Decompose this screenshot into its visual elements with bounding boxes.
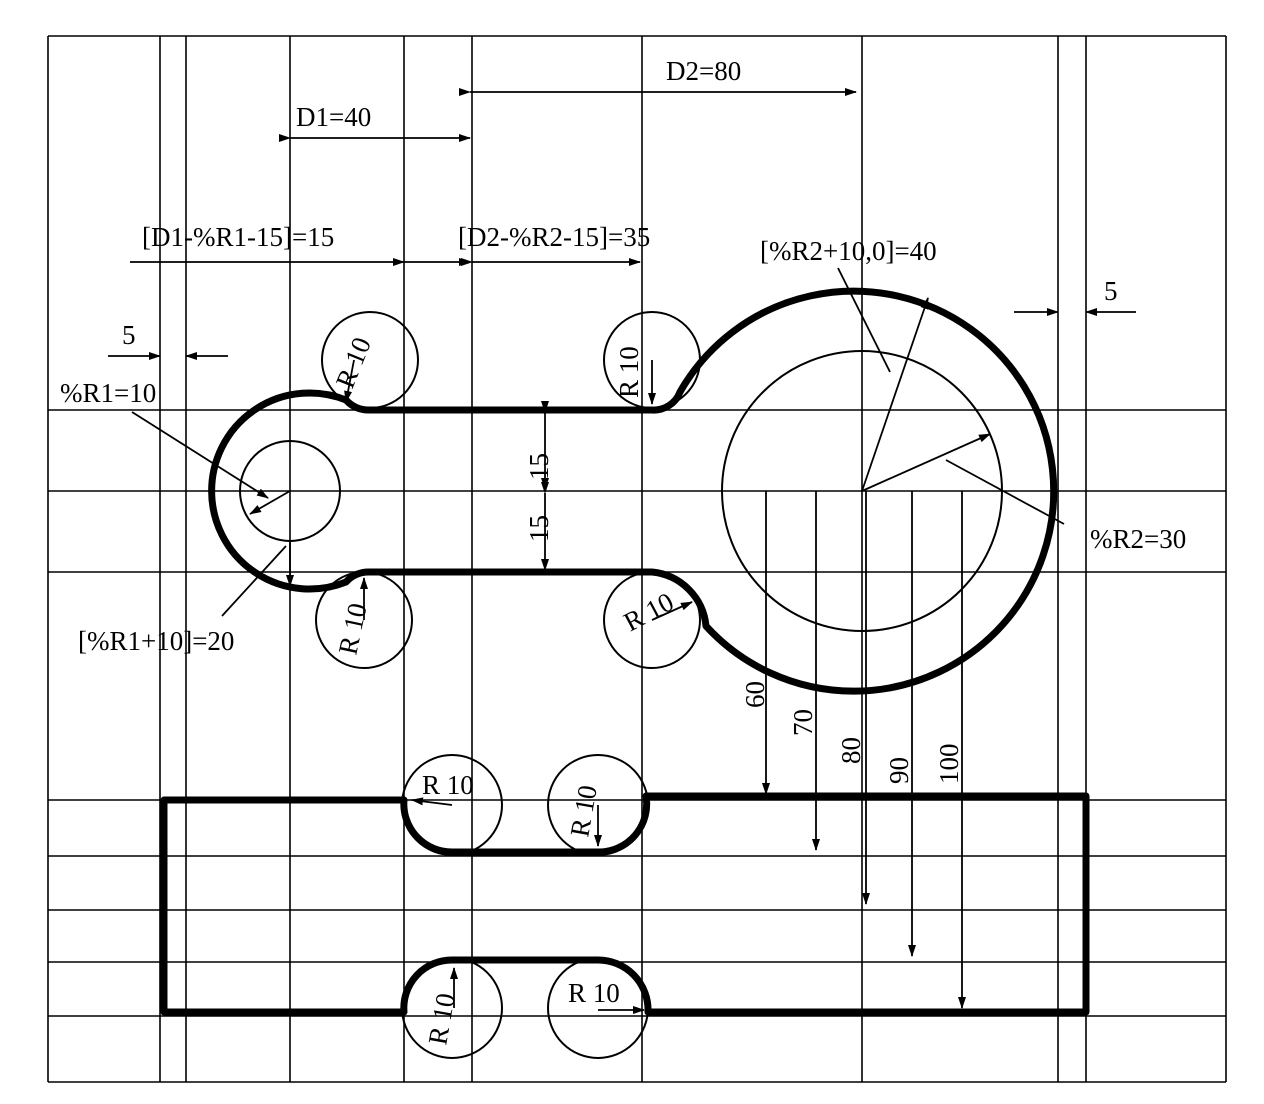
leader-r2 [945,459,1065,525]
fillet-label-top-left: R 10 [330,333,377,392]
part-outline-bottom [160,792,1090,1016]
leader-r2-arrow [861,433,991,492]
fillet-label-top-right: R 10 [614,346,644,398]
leader-r1-a [131,411,269,499]
fillet-label-bottom-left: R 10 [333,600,373,657]
label-half-bottom: 15 [524,515,554,542]
label-d2: D2=80 [666,56,741,86]
fillet-arrow-top-left [344,359,355,403]
label-d1-expr: [D1-%R1-15]=15 [142,222,334,252]
fillet-arrow-slot-top-left [411,797,453,806]
construction-grid [47,35,1227,1083]
labels: D2=80 D1=40 [D1-%R1-15]=15 [D2-%R2-15]=3… [60,56,1186,1047]
label-r2: %R2=30 [1090,524,1186,554]
label-half-top: 15 [524,453,554,480]
label-r1-outer: [%R1+10]=20 [78,626,234,656]
fillet-label-bottom-right: R 10 [619,587,679,638]
link-outline [208,287,1058,695]
leader-r2-outer-arrow [861,297,929,492]
leader-r2-outer [837,267,891,373]
fillet-label-slot-bottom-right: R 10 [568,978,620,1008]
label-depth-80: 80 [836,737,866,764]
dimension-lines [108,88,1136,1014]
part-outline-top [208,287,1058,695]
fillet-label-slot-top-left: R 10 [422,770,474,800]
label-depth-90: 90 [884,757,914,784]
label-gap-right: 5 [1104,276,1118,306]
label-r1: %R1=10 [60,378,156,408]
fillet-label-slot-bottom-left: R 10 [422,991,461,1047]
label-depth-60: 60 [740,681,770,708]
fillet-arrow-bottom-right [651,601,693,621]
label-d2-expr: [D2-%R2-15]=35 [458,222,650,252]
label-r2-outer: [%R2+10,0]=40 [760,236,937,266]
leader-r1-outer [221,545,287,617]
slot-plate-outline [160,792,1090,1016]
label-d1: D1=40 [296,102,371,132]
leader-r1-b [249,490,291,515]
label-depth-70: 70 [788,709,818,736]
label-gap-left: 5 [122,320,136,350]
label-depth-100: 100 [934,744,964,785]
